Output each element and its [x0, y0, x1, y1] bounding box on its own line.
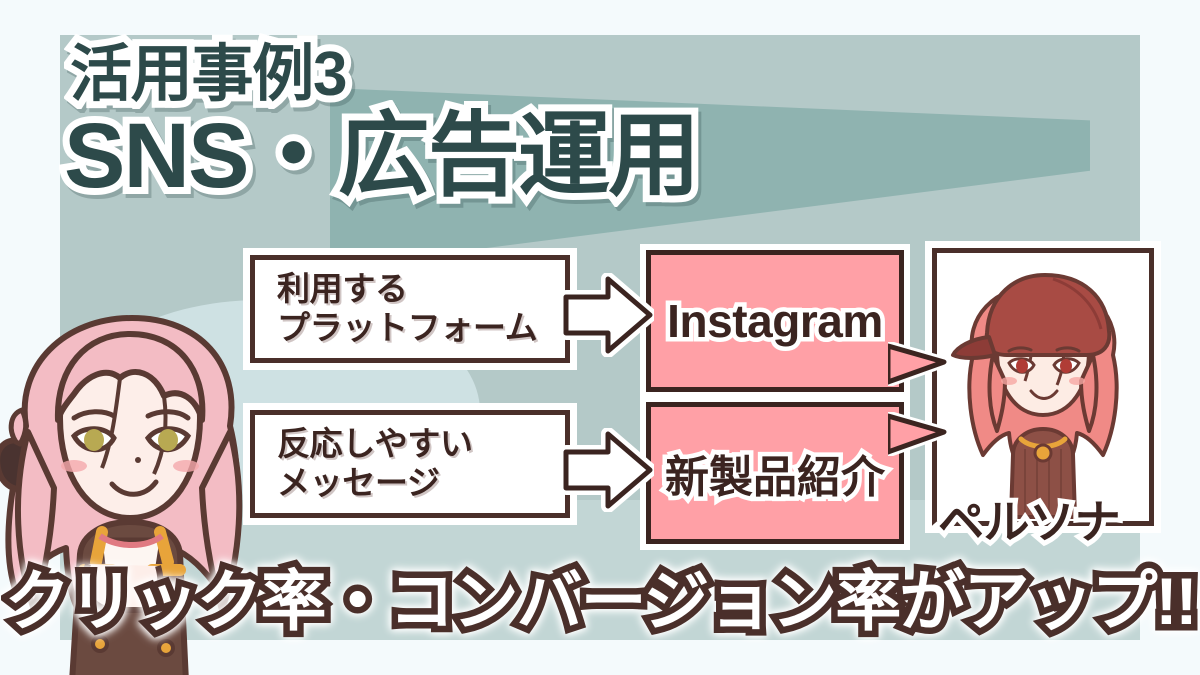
question-box-message[interactable]: 反応しやすい メッセージ: [250, 410, 570, 518]
bubble-tail-icon: [882, 410, 950, 458]
answer-bubble-instagram-label: Instagram: [663, 291, 888, 352]
answer-bubble-product-label: 新製品紹介: [661, 449, 890, 507]
headline-block: 活用事例3 SNS・広告運用: [57, 37, 707, 210]
page-title: SNS・広告運用: [57, 103, 707, 209]
headline-eyebrow: 活用事例3: [63, 37, 355, 113]
answer-bubble-product[interactable]: 新製品紹介: [646, 402, 950, 544]
persona-caption: ペルソナ: [933, 491, 1126, 553]
question-box-platform[interactable]: 利用する プラットフォーム: [250, 255, 570, 363]
arrow-right-icon: [559, 427, 657, 513]
question-box-platform-label: 利用する プラットフォーム: [277, 270, 538, 346]
arrow-right-icon: [559, 272, 657, 358]
bottom-stripe: [60, 640, 1140, 675]
bottom-banner-text: クリック率・コンバージョン率がアップ!!: [0, 558, 1200, 645]
question-box-message-label: 反応しやすい メッセージ: [277, 425, 473, 501]
persona-frame[interactable]: [932, 248, 1154, 526]
mascot-illustration: [0, 315, 243, 675]
bubble-tail-icon: [882, 340, 950, 388]
bottom-banner: クリック率・コンバージョン率がアップ!!: [0, 548, 1200, 645]
persona-avatar: [951, 273, 1119, 519]
answer-bubble-instagram[interactable]: Instagram: [646, 250, 950, 392]
